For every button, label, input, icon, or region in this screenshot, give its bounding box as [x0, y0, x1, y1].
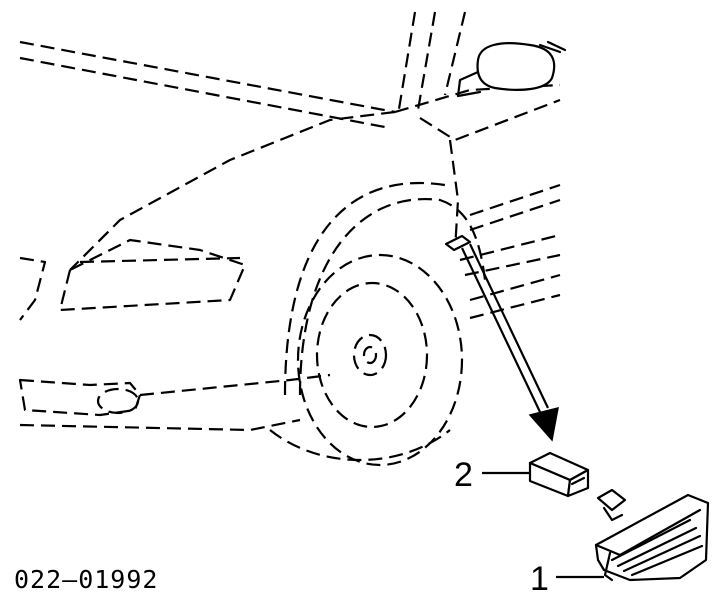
marker-location — [444, 234, 472, 252]
part-2-bulb-socket — [528, 451, 590, 498]
part-1-side-marker-lamp — [594, 488, 710, 582]
car-front-outline — [18, 11, 561, 467]
callout-2-label: 2 — [454, 456, 473, 494]
callout-1-label: 1 — [530, 560, 549, 598]
pointer-arrow — [461, 243, 559, 442]
side-mirror — [456, 40, 567, 98]
diagram-code: 022–01992 — [14, 565, 158, 594]
